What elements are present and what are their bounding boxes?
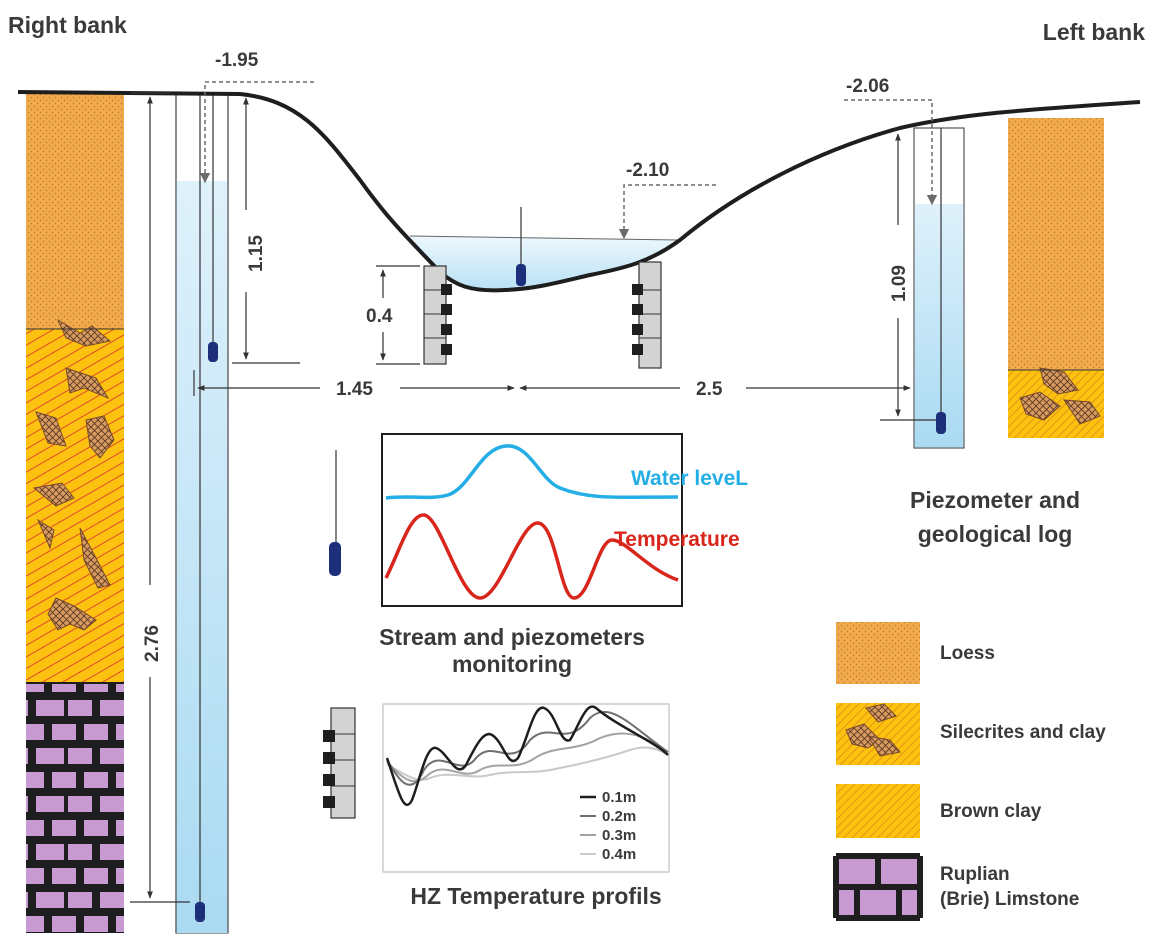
right-deep-sensor-icon [195, 902, 205, 922]
left-water-level-value: -2.06 [846, 76, 889, 97]
piezometer-caption-line2: geological log [918, 521, 1073, 547]
legend-loess-label: Loess [940, 643, 995, 664]
loess-layer [26, 93, 124, 329]
hz-probe-right [423, 265, 452, 365]
temperature-curve [384, 513, 679, 600]
distance-left-value: 2.5 [696, 379, 723, 400]
stream-water [410, 236, 680, 291]
left-sensor-icon [936, 412, 946, 434]
right-water-level-value: -1.95 [215, 50, 259, 71]
hz-curve-0.4m [386, 746, 669, 781]
hz-profiles-inset: 0.1m 0.2m 0.3m 0.4m HZ Temperature profi… [323, 703, 670, 909]
legend-brown-clay-swatch [836, 784, 920, 838]
water-level-curve [385, 444, 679, 500]
water-level-label: Water leveL [631, 467, 748, 490]
legend-limestone-swatch [833, 853, 923, 921]
left-piezometer [913, 127, 965, 449]
silecrite-fragments [32, 318, 115, 631]
piezometer-caption-line1: Piezometer and [910, 487, 1080, 513]
distance-right-value: 1.45 [336, 379, 373, 400]
left-bank-geological-log [1008, 118, 1104, 438]
right-sensor-depth-value: 1.15 [246, 235, 267, 272]
legend: Loess Silecrites and clay Brown clay Rup… [833, 622, 1106, 921]
hz-legend: 0.1m 0.2m 0.3m 0.4m [580, 789, 636, 863]
hz-curve-0.3m [386, 732, 669, 783]
monitoring-inset: Water leveL Temperature Stream and piezo… [329, 433, 748, 677]
hz-probe-depth-value: 0.4 [366, 306, 393, 327]
right-bank-label: Right bank [8, 12, 127, 38]
hz-probe-left [632, 261, 662, 369]
right-piezometer-depth-value: 2.76 [142, 625, 163, 662]
hz-probe-icon [323, 707, 356, 819]
right-piezometer-water [176, 181, 228, 933]
hz-legend-item: 0.1m [602, 789, 636, 806]
temperature-label: Temperature [614, 528, 740, 551]
monitoring-sensor-icon [329, 542, 341, 576]
limestone-layer [26, 683, 124, 933]
legend-limestone-label-line1: Ruplian [940, 864, 1010, 885]
hz-legend-item: 0.4m [602, 846, 636, 863]
ground-surface-line [17, 90, 1141, 293]
legend-limestone-label-line2: (Brie) Limstone [940, 889, 1079, 910]
right-bank-geological-log [26, 93, 124, 933]
hz-chart-frame [382, 703, 670, 873]
hz-legend-item: 0.3m [602, 827, 636, 844]
stream-water-level-value: -2.10 [626, 160, 669, 181]
right-piezometer [175, 92, 229, 934]
left-bank-label: Left bank [1043, 19, 1145, 45]
hz-curve-0.1m [385, 705, 669, 807]
monitoring-caption-line1: Stream and piezometers [379, 624, 645, 650]
right-shallow-sensor-icon [208, 342, 218, 362]
legend-silecrites-label: Silecrites and clay [940, 722, 1106, 743]
legend-loess-swatch [836, 622, 920, 684]
left-sensor-depth-value: 1.09 [889, 265, 910, 302]
monitoring-caption-line2: monitoring [452, 651, 572, 677]
water-level-pointers [199, 81, 938, 240]
stream-sensor-icon [516, 264, 526, 286]
legend-brown-clay-label: Brown clay [940, 801, 1042, 822]
dimension-lines [130, 92, 936, 903]
left-piezometer-water [914, 204, 964, 448]
hz-caption: HZ Temperature profils [410, 883, 661, 909]
loess-layer-left [1008, 118, 1104, 370]
hz-legend-item: 0.2m [602, 808, 636, 825]
